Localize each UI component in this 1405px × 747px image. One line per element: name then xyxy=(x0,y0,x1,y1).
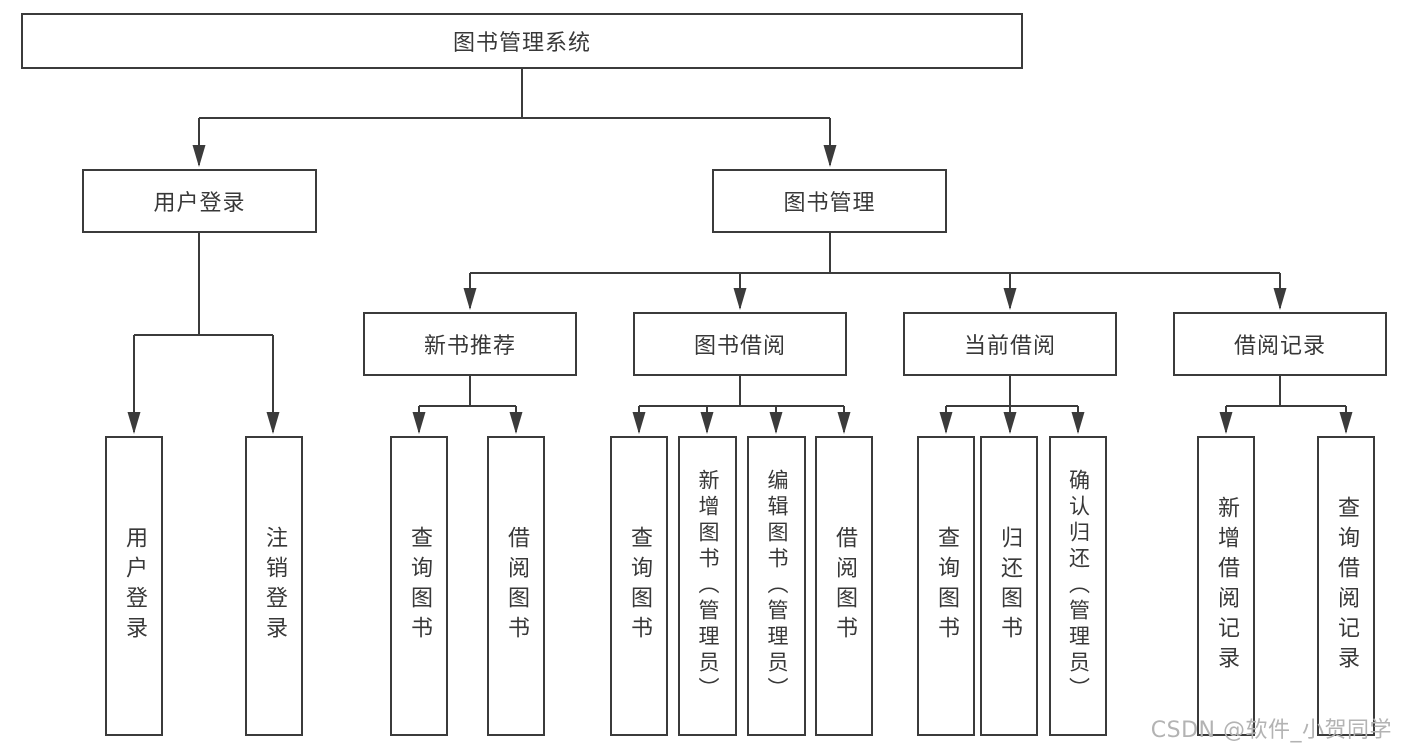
leaf-current-confirm-return: 确认归还（管理员） xyxy=(1049,436,1107,736)
leaf-logout-label: 注销登录 xyxy=(262,526,287,646)
leaf-recommend-borrow-book-label: 借阅图书 xyxy=(504,526,529,646)
node-current-borrow: 当前借阅 xyxy=(903,312,1117,376)
node-book-management-label: 图书管理 xyxy=(783,191,876,216)
leaf-user-login-label: 用户登录 xyxy=(122,526,147,646)
leaf-borrow-edit-book: 编辑图书（管理员） xyxy=(747,436,806,736)
leaf-current-confirm-return-label: 确认归还（管理员） xyxy=(1066,469,1091,703)
leaf-record-add-label: 新增借阅记录 xyxy=(1214,496,1239,676)
tree-branch-lines xyxy=(134,69,1346,407)
node-borrow-record: 借阅记录 xyxy=(1173,312,1387,376)
node-new-book-recommend-label: 新书推荐 xyxy=(423,334,516,359)
arrowhead-connectors xyxy=(127,118,1353,434)
node-borrow-record-label: 借阅记录 xyxy=(1233,334,1326,359)
node-book-management-module: 图书管理 xyxy=(712,169,947,233)
leaf-borrow-edit-book-label: 编辑图书（管理员） xyxy=(765,469,789,703)
leaf-borrow-borrow-book-label: 借阅图书 xyxy=(832,526,857,646)
leaf-record-add: 新增借阅记录 xyxy=(1197,436,1255,736)
leaf-record-query-label: 查询借阅记录 xyxy=(1334,496,1359,676)
leaf-current-return-book-label: 归还图书 xyxy=(997,526,1022,646)
leaf-record-query: 查询借阅记录 xyxy=(1317,436,1375,736)
leaf-current-query-book: 查询图书 xyxy=(917,436,975,736)
node-root-label: 图书管理系统 xyxy=(452,31,591,56)
leaf-recommend-borrow-book: 借阅图书 xyxy=(487,436,545,736)
node-book-borrow: 图书借阅 xyxy=(633,312,847,376)
leaf-user-login: 用户登录 xyxy=(105,436,163,736)
node-current-borrow-label: 当前借阅 xyxy=(963,334,1056,359)
leaf-recommend-query-book-label: 查询图书 xyxy=(407,526,432,646)
leaf-borrow-query-book: 查询图书 xyxy=(610,436,668,736)
leaf-borrow-borrow-book: 借阅图书 xyxy=(815,436,873,736)
leaf-borrow-add-book: 新增图书（管理员） xyxy=(678,436,737,736)
leaf-recommend-query-book: 查询图书 xyxy=(390,436,448,736)
leaf-logout: 注销登录 xyxy=(245,436,303,736)
node-user-login-module: 用户登录 xyxy=(82,169,317,233)
node-new-book-recommend: 新书推荐 xyxy=(363,312,577,376)
node-user-login-label: 用户登录 xyxy=(153,191,246,216)
csdn-watermark: CSDN @软件_小贺同学 xyxy=(1150,718,1392,743)
leaf-borrow-query-book-label: 查询图书 xyxy=(627,526,652,646)
node-book-borrow-label: 图书借阅 xyxy=(693,334,786,359)
leaf-current-return-book: 归还图书 xyxy=(980,436,1038,736)
node-root-system: 图书管理系统 xyxy=(21,13,1023,69)
leaf-current-query-book-label: 查询图书 xyxy=(934,526,959,646)
leaf-borrow-add-book-label: 新增图书（管理员） xyxy=(696,469,720,703)
